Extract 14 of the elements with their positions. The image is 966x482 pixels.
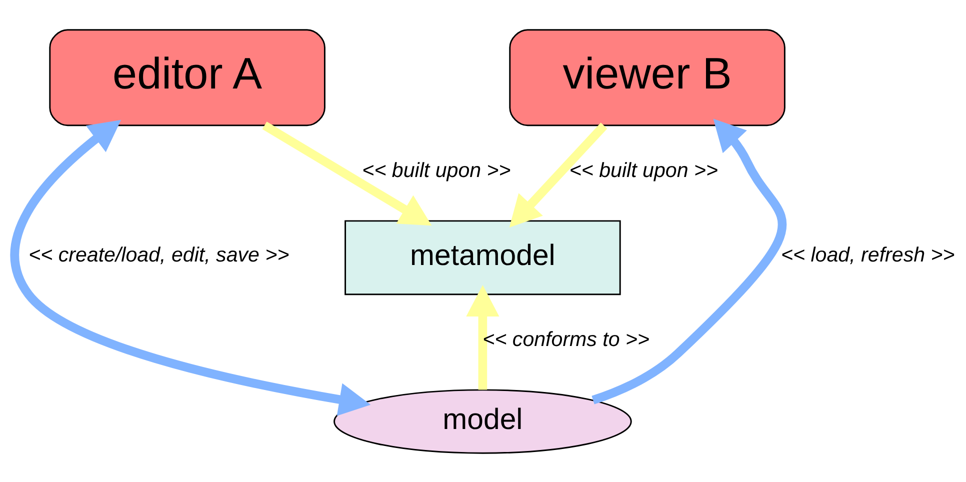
arrow bbox=[262, 121, 432, 226]
arrow bbox=[10, 119, 371, 416]
arrow bbox=[466, 284, 500, 390]
edge-label: << built upon >> bbox=[362, 158, 511, 182]
node-ellipse: model bbox=[334, 388, 632, 454]
edge-label: << create/load, edit, save >> bbox=[28, 243, 290, 266]
node-box: metamodel bbox=[344, 220, 621, 295]
node-box: editor A bbox=[49, 28, 326, 126]
arrow bbox=[592, 118, 786, 404]
edge-label: << load, refresh >> bbox=[781, 243, 955, 266]
edge-label: << built upon >> bbox=[569, 158, 718, 182]
edge-label: << conforms to >> bbox=[482, 328, 650, 351]
node-box: viewer B bbox=[509, 28, 786, 126]
arrow bbox=[509, 122, 608, 228]
